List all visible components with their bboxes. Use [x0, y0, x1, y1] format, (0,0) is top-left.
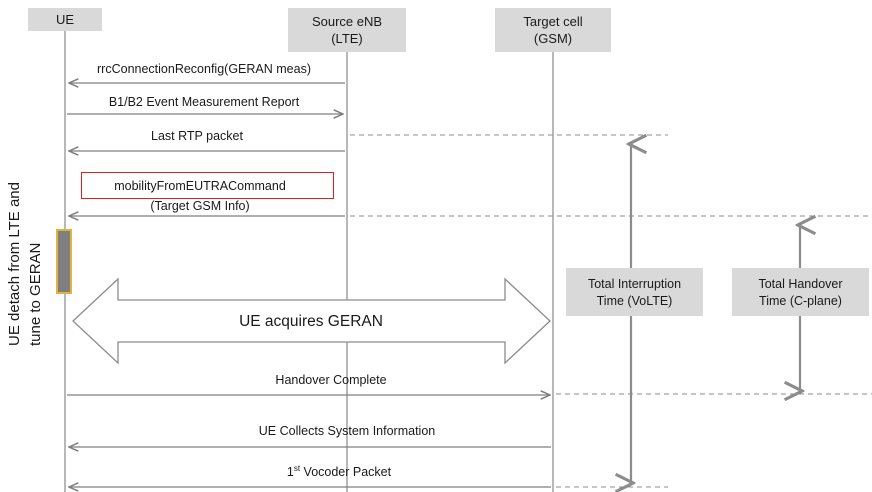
- message-handover-complete: Handover Complete: [275, 373, 387, 387]
- handover-time-box: Total Handover Time (C-plane): [732, 268, 869, 316]
- mobility-command-highlight: [81, 172, 334, 199]
- vocoder-text: Vocoder Packet: [300, 465, 392, 480]
- source-enb-header: Source eNB (LTE): [288, 8, 406, 52]
- message-mobility-command-sub: (Target GSM Info): [150, 199, 250, 213]
- message-system-information: UE Collects System Information: [258, 424, 436, 438]
- vocoder-ordinal: 1: [286, 465, 294, 480]
- target-header-line2: (GSM): [533, 31, 573, 46]
- interruption-line2: Time (VoLTE): [596, 294, 673, 308]
- handover-line2: Time (C-plane): [759, 294, 842, 308]
- ue-detach-label: UE detach from LTE and tune to GERAN: [4, 182, 46, 346]
- message-mobility-command: mobilityFromEUTRACommand: [114, 179, 286, 193]
- source-header-line1: Source eNB: [311, 14, 383, 29]
- message-last-rtp: Last RTP packet: [151, 129, 243, 143]
- message-measurement-report: B1/B2 Event Measurement Report: [108, 95, 300, 109]
- message-vocoder-packet: 1st Vocoder Packet: [287, 464, 391, 479]
- interruption-time-box: Total Interruption Time (VoLTE): [566, 268, 703, 316]
- ue-header-label: UE: [55, 12, 75, 27]
- ue-activation-bar: [56, 229, 72, 294]
- target-header-line1: Target cell: [523, 14, 583, 29]
- ue-detach-line1: UE detach from LTE and: [6, 182, 23, 346]
- geran-acquire-label: UE acquires GERAN: [239, 313, 383, 330]
- message-rrc-reconfig: rrcConnectionReconfig(GERAN meas): [97, 62, 311, 76]
- source-header-line2: (LTE): [331, 31, 363, 46]
- geran-acquire-double-arrow: [72, 277, 551, 365]
- ue-header: UE: [28, 8, 102, 31]
- ue-detach-line2: tune to GERAN: [27, 242, 44, 346]
- handover-line1: Total Handover: [758, 277, 843, 291]
- target-cell-header: Target cell (GSM): [495, 8, 611, 52]
- interruption-line1: Total Interruption: [587, 277, 682, 291]
- vocoder-ordinal-suffix: st: [293, 464, 301, 473]
